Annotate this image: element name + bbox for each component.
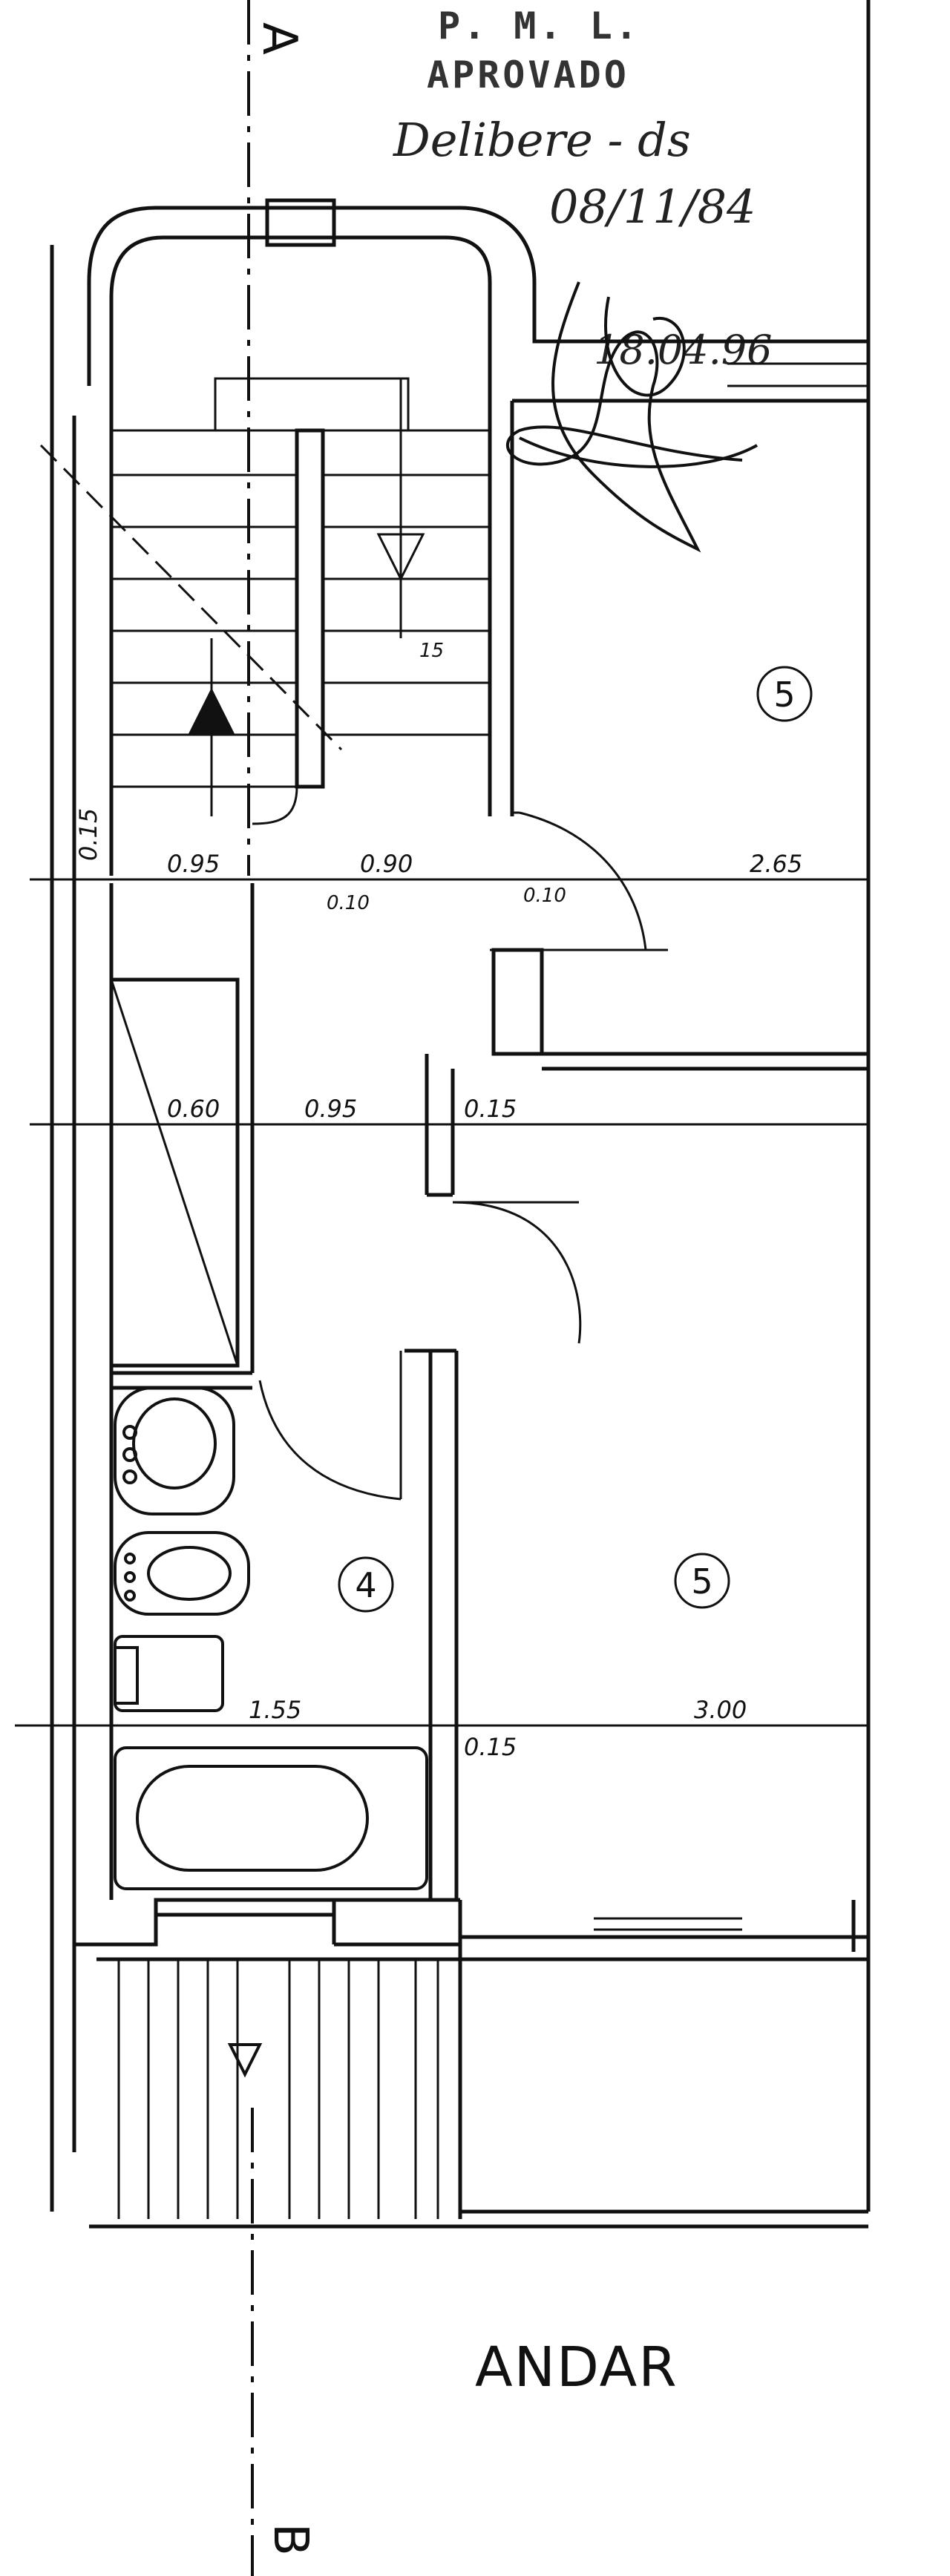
stair-rise-label: 15 bbox=[419, 640, 444, 662]
staircase bbox=[39, 377, 490, 825]
floor-title: ANDAR bbox=[475, 2336, 678, 2399]
stamp-line-1: P. M. L. bbox=[438, 4, 641, 47]
doors bbox=[258, 811, 668, 1501]
section-marker-top: A bbox=[252, 22, 307, 55]
approval-stamp: P. M. L. APROVADO bbox=[427, 4, 641, 96]
room-5-upper-label: 5 bbox=[773, 675, 795, 715]
bathtub-icon bbox=[114, 1746, 428, 1890]
balcony-railing bbox=[117, 1959, 439, 2219]
sink-icon bbox=[114, 1386, 235, 1515]
dim-row2-0: 0.60 bbox=[167, 1095, 220, 1123]
bidet-icon bbox=[114, 1531, 250, 1616]
dim-row2-1: 0.95 bbox=[304, 1095, 357, 1123]
dim-row1-3: 2.65 bbox=[750, 850, 802, 878]
handwritten-date: 08/11/84 bbox=[549, 180, 756, 234]
room-4-label: 4 bbox=[355, 1565, 376, 1605]
dim-row2-2: 0.15 bbox=[464, 1095, 517, 1123]
signature-scribble bbox=[506, 281, 758, 553]
dim-row1-sub-1: 0.10 bbox=[523, 885, 566, 907]
bathroom-fixtures bbox=[114, 1386, 428, 1890]
dim-row1-sub-0: 0.10 bbox=[327, 892, 370, 914]
room-labels bbox=[338, 666, 813, 1613]
dim-row1-2: 0.90 bbox=[360, 850, 413, 878]
section-line bbox=[247, 0, 254, 2576]
dim-row1-1: 0.95 bbox=[167, 850, 220, 878]
dim-row3-0: 1.55 bbox=[249, 1696, 301, 1724]
handwritten-note: Delibere - ds bbox=[393, 113, 691, 167]
dim-row3-2: 3.00 bbox=[694, 1696, 747, 1724]
room-5-lower-label: 5 bbox=[691, 1561, 712, 1602]
section-marker-bottom: B bbox=[263, 2523, 318, 2556]
stamp-line-2: APROVADO bbox=[427, 53, 629, 96]
dim-row1-0: 0.15 bbox=[74, 808, 102, 861]
walls bbox=[15, 0, 871, 2229]
windows bbox=[594, 362, 868, 1931]
dim-row3-1: 0.15 bbox=[464, 1733, 517, 1761]
